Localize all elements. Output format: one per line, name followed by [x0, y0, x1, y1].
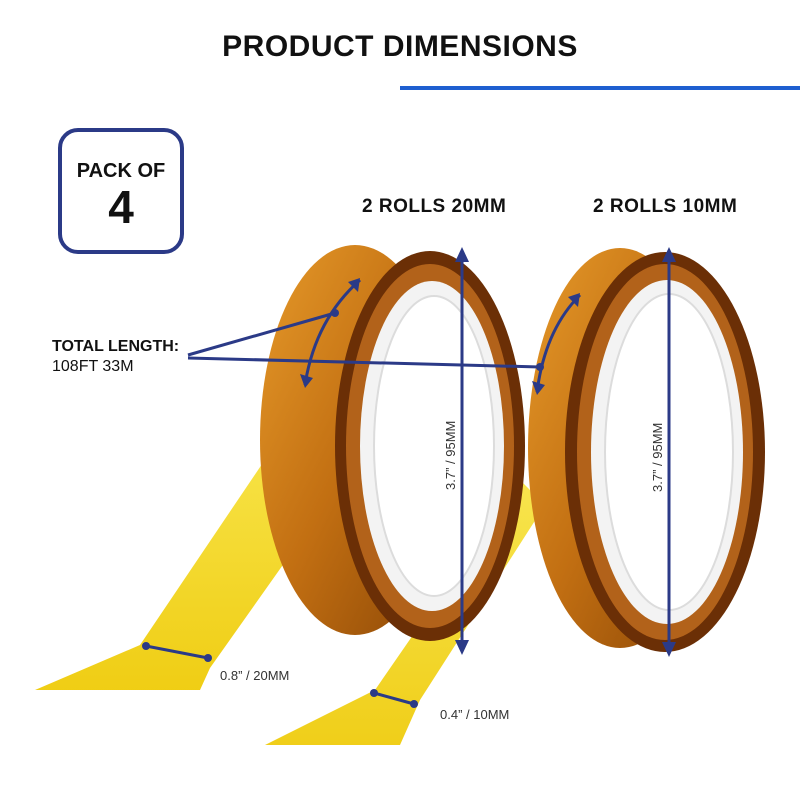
arrowhead-up-10mm	[662, 247, 676, 262]
total-length-title: TOTAL LENGTH:	[52, 338, 180, 355]
roll-20mm	[260, 245, 525, 641]
arrowhead-curve-20mm	[348, 278, 360, 292]
page-title: PRODUCT DIMENSIONS	[222, 30, 578, 63]
roll-label-10mm: 2 ROLLS 10MM	[593, 196, 738, 217]
arrowhead-curve-10mm-b	[532, 381, 545, 395]
width-label-20mm: 0.8” / 20MM	[220, 668, 290, 683]
pack-badge-label: PACK OF	[76, 160, 166, 182]
pack-badge: PACK OF 4	[58, 128, 184, 254]
arrowhead-curve-20mm-b	[300, 374, 313, 388]
arrowhead-up-20mm	[455, 247, 469, 262]
diameter-label-20mm: 3.7” / 95MM	[443, 421, 458, 490]
arrowhead-curve-10mm	[568, 293, 580, 307]
curved-arrow-20mm	[303, 278, 361, 386]
diameter-label-10mm: 3.7” / 95MM	[650, 423, 665, 492]
arrowhead-down-20mm	[455, 640, 469, 655]
arrowhead-down-10mm	[662, 642, 676, 657]
curved-arrow-10mm	[535, 293, 582, 393]
width-label-10mm: 0.4” / 10MM	[440, 707, 510, 722]
roll-label-20mm: 2 ROLLS 20MM	[362, 196, 507, 217]
title-underline	[400, 86, 800, 90]
pack-badge-count: 4	[108, 181, 134, 233]
width-line-10mm	[373, 691, 415, 706]
total-length-pointer-upper	[187, 311, 336, 357]
total-length-label: TOTAL LENGTH: 108FT 33M	[52, 338, 179, 376]
total-length-pointer-lower	[187, 356, 541, 369]
roll-10mm	[528, 248, 765, 652]
total-length-value: 108FT 33M	[52, 358, 134, 375]
width-line-20mm	[145, 644, 209, 660]
